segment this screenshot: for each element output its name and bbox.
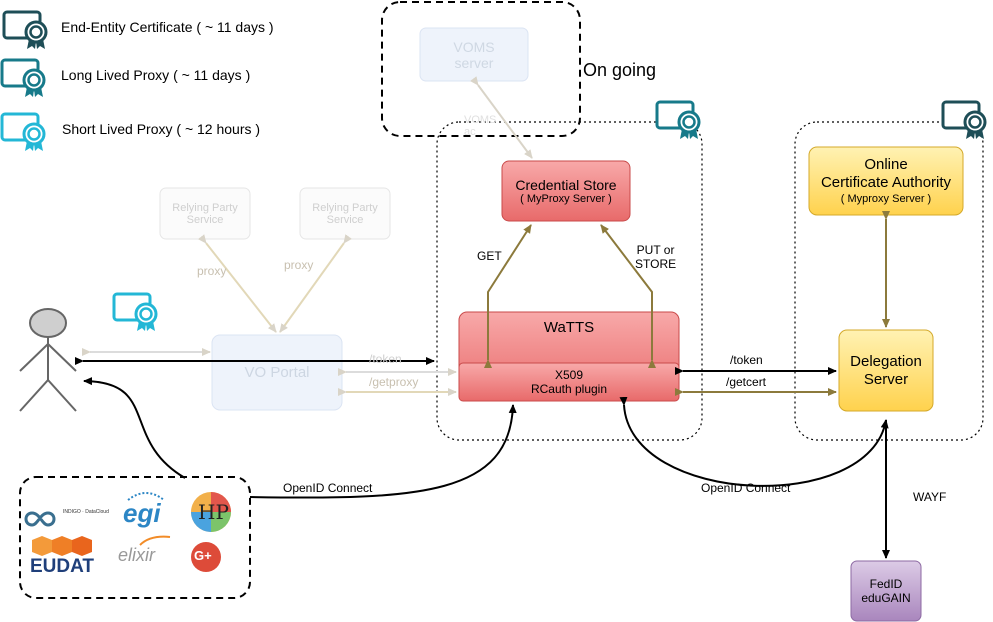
egi-logo-text: egi: [123, 498, 161, 528]
openid-right-arrow: [619, 396, 889, 487]
credential-store-subtitle: ( MyProxy Server ): [520, 193, 612, 205]
credential-store-title: Credential Store: [515, 177, 617, 193]
legend-short-lived-label: Short Lived Proxy ( ~ 12 hours ): [62, 121, 261, 137]
delegation-line2: Server: [863, 370, 909, 388]
token-label: /token: [730, 353, 763, 367]
x509-plugin-box: [458, 362, 680, 402]
proxy-label-1: proxy: [197, 264, 227, 278]
openid-left-label: OpenID Connect: [283, 481, 373, 495]
certificate-icon: [655, 100, 701, 140]
watts[interactable]: WaTTS: [459, 312, 679, 342]
watts-container: [436, 121, 703, 441]
fedid-line2: eduGAIN: [861, 591, 911, 605]
online-ca-line1: Online: [864, 156, 908, 173]
hbp-logo: [191, 492, 231, 532]
delegation-container: [794, 121, 984, 441]
delegation-line1: Delegation: [850, 352, 922, 370]
certificate-icon: [112, 292, 158, 332]
eudat-logo: [32, 536, 92, 556]
ongoing-label: On going: [583, 60, 657, 80]
online-ca-subtitle: ( Myproxy Server ): [840, 193, 932, 205]
rp1-portal-arrow: [197, 234, 277, 333]
idp-user-arrow: [83, 377, 186, 479]
google-plus-logo: [191, 542, 221, 572]
vo-portal[interactable]: VO Portal: [212, 335, 342, 410]
voms-title: VOMS: [453, 38, 495, 55]
google-plus-logo-text: G+: [194, 548, 212, 563]
legend-end-entity-label: End-Entity Certificate ( ~ 11 days ): [61, 19, 274, 35]
credential-store-box: [501, 160, 631, 222]
put-store-label: PUT or STORE: [635, 243, 677, 271]
elixir-logo-text: elixir: [118, 545, 156, 565]
relying-party-2-title: Relying Party: [312, 201, 378, 214]
openid-left-arrow: [249, 404, 517, 499]
credential-store[interactable]: Credential Store ( MyProxy Server ): [502, 161, 630, 221]
getproxy-faded-label: /getproxy: [369, 375, 419, 389]
voms-credential-arrow: [470, 76, 533, 159]
delegation-server[interactable]: Delegation Server: [839, 330, 933, 411]
x509-rcauth-plugin[interactable]: X509 RCauth plugin: [459, 363, 679, 401]
relying-party-service-2[interactable]: Relying Party Service: [300, 188, 390, 239]
voms-subtitle: server: [454, 54, 494, 71]
put-store-arrow: [600, 224, 656, 368]
getcert-label: /getcert: [726, 375, 767, 389]
fedid-edugain[interactable]: FedID eduGAIN: [851, 561, 921, 621]
online-certificate-authority[interactable]: Online Certificate Authority ( Myproxy S…: [809, 147, 963, 215]
legend-long-lived-label: Long Lived Proxy ( ~ 11 days ): [61, 67, 251, 83]
relying-party-1-title: Relying Party: [172, 201, 238, 214]
x509-subtitle: RCauth plugin: [530, 382, 608, 396]
certificate-icon: [0, 112, 46, 152]
certificate-icon: [0, 58, 46, 98]
openid-right-label: OpenID Connect: [701, 481, 791, 495]
voms-server[interactable]: VOMS server: [420, 28, 528, 81]
relying-party-2-subtitle: Service: [326, 213, 364, 226]
x509-title: X509: [554, 368, 584, 382]
idp-container: [19, 476, 251, 599]
elixir-logo: [139, 535, 171, 546]
indigo-logo-text: INDIGO · DataCloud: [63, 509, 109, 515]
proxy-label-2: proxy: [284, 258, 314, 272]
vo-portal-label: VO Portal: [244, 364, 310, 381]
fedid-line1: FedID: [869, 577, 903, 591]
online-ca-line2: Certificate Authority: [820, 174, 952, 191]
certificate-icon: [941, 100, 987, 140]
certificate-icon: [2, 10, 48, 50]
relying-party-1-subtitle: Service: [186, 213, 224, 226]
indigo-logo: [24, 511, 56, 527]
token-faded-label: /token: [369, 352, 402, 366]
user-figure: [19, 308, 77, 412]
get-arrow: [484, 224, 532, 368]
fedid-box: [850, 560, 922, 622]
hbp-logo-text: HP: [198, 500, 229, 524]
get-label: GET: [477, 249, 502, 263]
rp2-portal-arrow: [279, 234, 352, 333]
watts-title: WaTTS: [543, 318, 595, 336]
relying-party-service-1[interactable]: Relying Party Service: [160, 188, 250, 239]
wayf-label: WAYF: [913, 490, 947, 504]
eudat-logo-text: EUDAT: [30, 556, 95, 577]
voms-ac-label: VOMS ac: [464, 114, 497, 138]
